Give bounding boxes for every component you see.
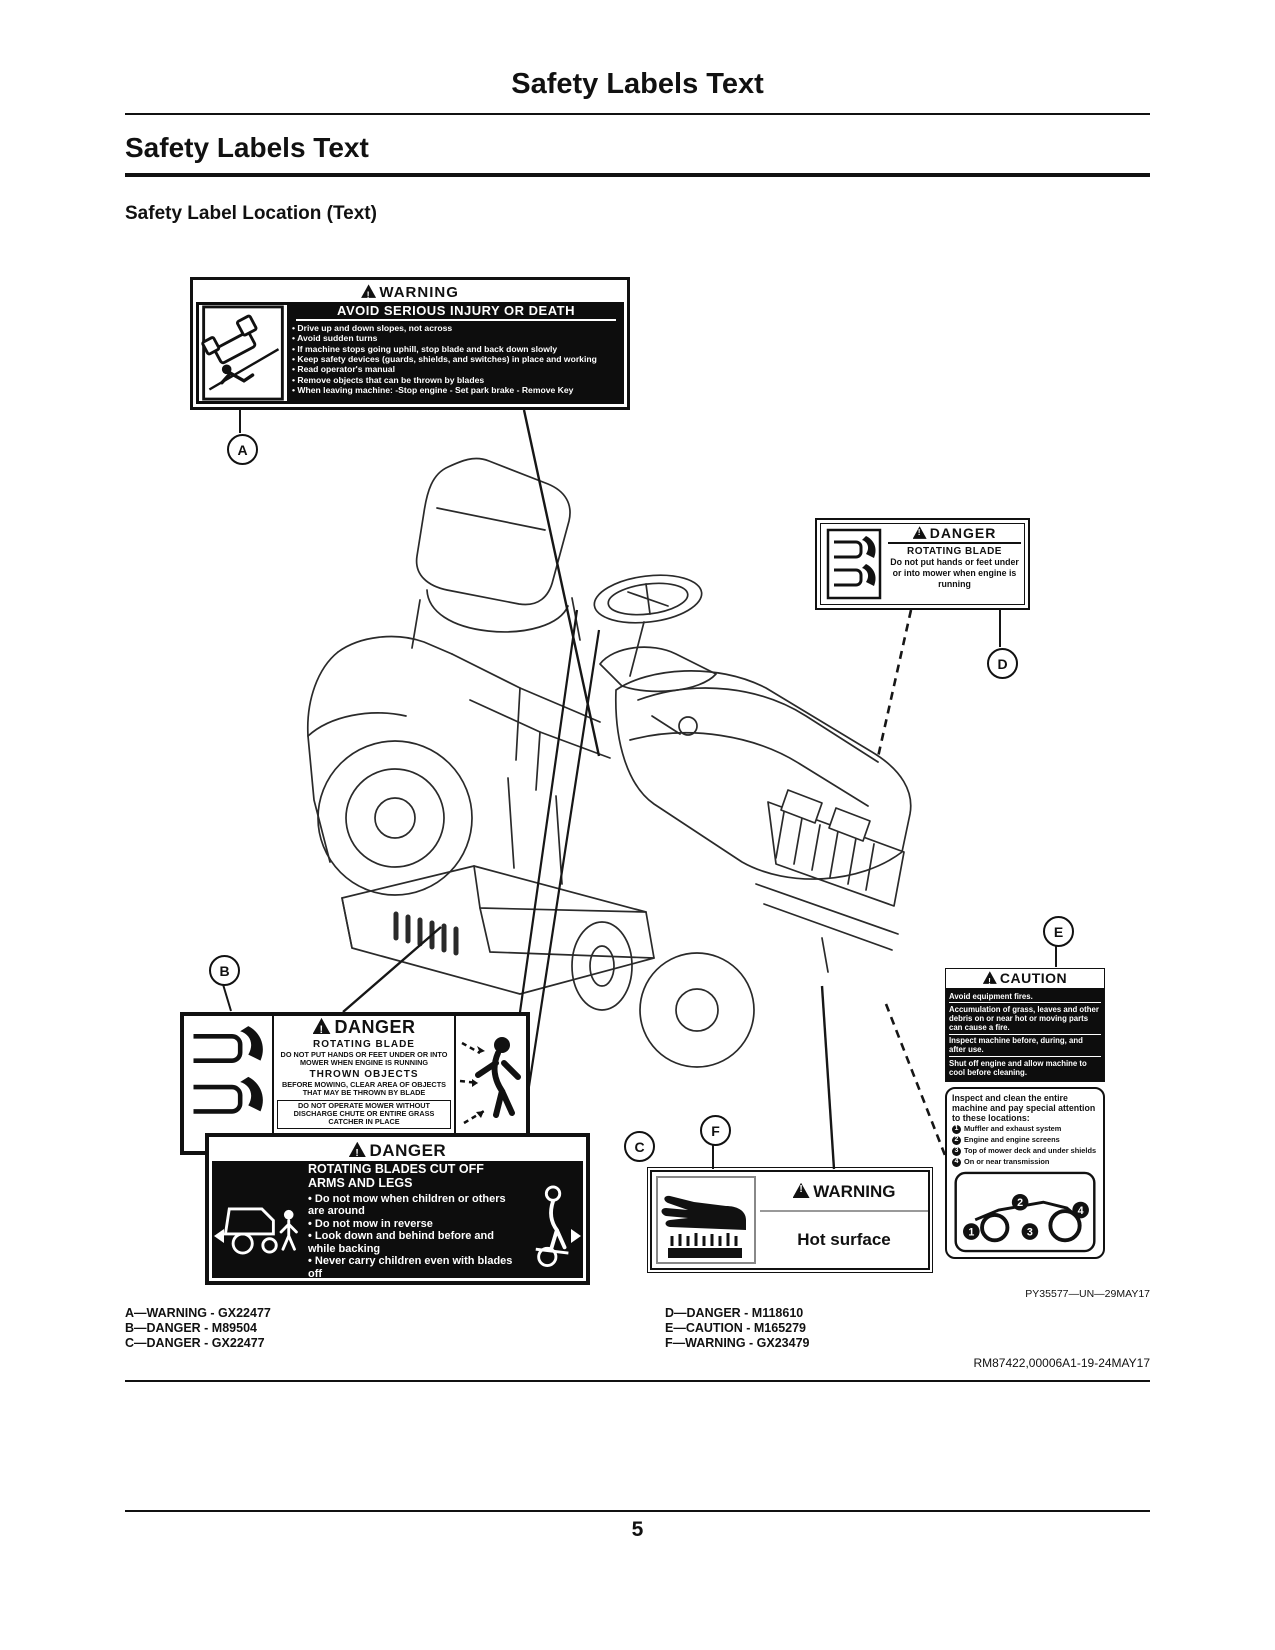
- safety-label-f-warning: WARNING Hot surface: [647, 1167, 933, 1273]
- label-c-bullet: Never carry children even with blades of…: [308, 1255, 523, 1280]
- callout-a: A: [227, 434, 258, 465]
- callout-c: C: [624, 1131, 655, 1162]
- figure-code: PY35577—UN—29MAY17: [1025, 1288, 1150, 1300]
- label-c-title: ROTATING BLADES CUT OFF ARMS AND LEGS: [308, 1162, 484, 1190]
- legend-item: B—DANGER - M89504: [125, 1321, 257, 1335]
- label-d-text: Do not put hands or feet under or into m…: [890, 557, 1019, 589]
- label-e-location-item: 1 Muffler and exhaust system: [952, 1124, 1098, 1134]
- numbered-circle-icon: 1: [952, 1124, 961, 1134]
- label-e-location-item: 3 Top of mower deck and under shields: [952, 1146, 1098, 1156]
- numbered-circle-icon: 2: [952, 1135, 961, 1145]
- header-rule: [125, 113, 1150, 115]
- label-e-paragraphs: Avoid equipment fires.Accumulation of gr…: [946, 988, 1104, 1081]
- page-number: 5: [631, 1518, 644, 1541]
- label-e-paragraph: Inspect machine before, during, and afte…: [949, 1033, 1101, 1056]
- safety-label-b-danger: DANGER ROTATING BLADE DO NOT PUT HANDS O…: [180, 1012, 530, 1155]
- label-b-signal: DANGER: [312, 1017, 416, 1038]
- label-a-bullet: Keep safety devices (guards, shields, an…: [292, 354, 620, 364]
- numbered-circle-icon: 3: [952, 1146, 961, 1156]
- legend-item: F—WARNING - GX23479: [665, 1336, 810, 1350]
- footer-rule: [125, 1380, 1150, 1382]
- label-a-bullet: If machine stops going uphill, stop blad…: [292, 344, 620, 354]
- safety-alert-icon: [792, 1182, 810, 1199]
- callout-d: D: [987, 648, 1018, 679]
- label-d-heading: ROTATING BLADE: [907, 546, 1002, 557]
- safety-label-a-warning: WARNING AVOID SERIOUS INJURY OR DEATH Dr…: [190, 277, 630, 410]
- safety-label-c-danger: DANGER ROTATING BLADES CUT OFF ARMS AND …: [205, 1133, 590, 1285]
- safety-alert-icon: [361, 284, 377, 298]
- label-f-text: Hot surface: [797, 1230, 891, 1249]
- label-c-signal: DANGER: [212, 1140, 583, 1161]
- legend-item: E—CAUTION - M165279: [665, 1321, 807, 1335]
- callout-f: F: [700, 1115, 731, 1146]
- safety-alert-icon: [348, 1141, 366, 1158]
- svg-text:3: 3: [1027, 1226, 1033, 1238]
- safety-label-d-danger: DANGER ROTATING BLADE Do not put hands o…: [815, 518, 1030, 610]
- label-b-boxed-text: DO NOT OPERATE MOWER WITHOUT DISCHARGE C…: [277, 1099, 451, 1129]
- safety-label-e-caution: CAUTION Avoid equipment fires.Accumulati…: [945, 968, 1105, 1259]
- safety-alert-icon: [312, 1017, 331, 1035]
- label-d-signal: DANGER: [888, 525, 1021, 544]
- label-e-paragraph: Accumulation of grass, leaves and other …: [949, 1002, 1101, 1034]
- callout-b: B: [209, 955, 240, 986]
- svg-text:1: 1: [968, 1226, 974, 1238]
- bottom-rule: [125, 1510, 1150, 1512]
- label-a-signal: WARNING: [196, 283, 624, 302]
- label-e-location-item: 2 Engine and engine screens: [952, 1135, 1098, 1145]
- svg-text:4: 4: [1078, 1205, 1084, 1217]
- label-a-bullet: Read operator's manual: [292, 364, 620, 374]
- safety-alert-icon: [982, 971, 997, 984]
- label-a-bullet: When leaving machine: -Stop engine - Set…: [292, 385, 620, 395]
- hot-surface-hand-icon: [656, 1176, 756, 1264]
- blade-hand-pictogram-icon: [826, 528, 882, 600]
- label-e-location-item: 4 On or near transmission: [952, 1157, 1098, 1167]
- label-a-title: AVOID SERIOUS INJURY OR DEATH: [296, 303, 616, 321]
- svg-text:2: 2: [1017, 1197, 1023, 1209]
- section-title: Safety Labels Text: [125, 132, 369, 163]
- label-b-heading2: THROWN OBJECTS: [309, 1068, 419, 1080]
- thrown-objects-pictogram-icon: [454, 1016, 521, 1151]
- label-b-text2: BEFORE MOWING, CLEAR AREA OF OBJECTS THA…: [281, 1079, 447, 1098]
- section-rule: [125, 173, 1150, 177]
- running-header: Safety Labels Text: [511, 68, 764, 100]
- rollover-pictogram-icon: [199, 305, 287, 401]
- callout-e: E: [1043, 916, 1074, 947]
- backover-child-pictogram-icon: [223, 1207, 298, 1255]
- legend-item: D—DANGER - M118610: [665, 1306, 804, 1320]
- label-c-bullet: Look down and behind before and while ba…: [308, 1230, 523, 1255]
- rider-pictogram-icon: [535, 1185, 569, 1267]
- safety-alert-icon: [912, 526, 927, 539]
- subsection-title: Safety Label Location (Text): [125, 203, 377, 224]
- label-c-bullet: Do not mow when children or others are a…: [308, 1193, 523, 1218]
- arrow-left-icon: [214, 1228, 224, 1243]
- label-c-bullets: Do not mow when children or others are a…: [308, 1193, 523, 1281]
- document-code: RM87422,00006A1-19-24MAY17: [973, 1356, 1150, 1370]
- legend-item: A—WARNING - GX22477: [125, 1306, 271, 1320]
- legend-item: C—DANGER - GX22477: [125, 1336, 265, 1350]
- label-e-paragraph: Shut off engine and allow machine to coo…: [949, 1056, 1101, 1078]
- label-e-signal: CAUTION: [946, 969, 1104, 988]
- blade-hand-pictogram-icon: [193, 1016, 274, 1151]
- inspection-points-tractor-icon: 1 2 3 4: [954, 1171, 1096, 1253]
- label-b-text1: DO NOT PUT HANDS OR FEET UNDER OR INTO M…: [280, 1050, 448, 1068]
- numbered-circle-icon: 4: [952, 1157, 961, 1167]
- label-e-inspect-heading: Inspect and clean the entire machine and…: [952, 1092, 1096, 1123]
- label-a-bullets: Drive up and down slopes, not acrossAvoi…: [292, 323, 620, 395]
- label-b-heading1: ROTATING BLADE: [313, 1039, 415, 1050]
- label-f-signal: WARNING: [760, 1172, 928, 1212]
- label-e-locations: 1 Muffler and exhaust system 2 Engine an…: [952, 1124, 1098, 1167]
- leader-lines: [221, 409, 1057, 1170]
- label-a-bullet: Drive up and down slopes, not across: [292, 323, 620, 333]
- arrow-right-icon: [571, 1228, 581, 1243]
- label-a-bullet: Avoid sudden turns: [292, 333, 620, 343]
- label-c-bullet: Do not mow in reverse: [308, 1218, 523, 1231]
- label-e-paragraph: Avoid equipment fires.: [949, 991, 1033, 1001]
- label-a-bullet: Remove objects that can be thrown by bla…: [292, 375, 620, 385]
